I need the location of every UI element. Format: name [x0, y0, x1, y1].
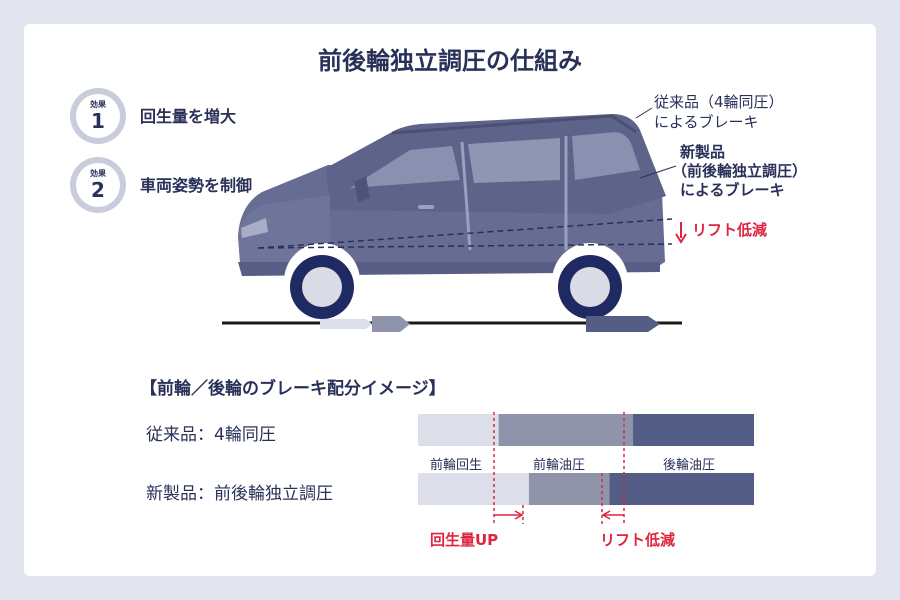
car-roof-edge	[391, 114, 637, 135]
row-label-new: 新製品：前後輪独立調圧	[146, 484, 333, 504]
caption-front-regen: 前輪回生	[429, 458, 482, 473]
label-new-line2: （前後輪独立調圧）	[672, 162, 808, 180]
label-new-brake: 新製品 （前後輪独立調圧） によるブレーキ	[672, 143, 807, 200]
car-window-front	[350, 146, 460, 188]
label-conventional-line2: によるブレーキ	[654, 113, 759, 131]
car-window-rear	[572, 132, 640, 180]
attitude-line-conventional	[257, 218, 673, 249]
caption-front-hydraulic: 前輪油圧	[532, 458, 585, 473]
effect-text-2: 車両姿勢を制御	[140, 176, 253, 195]
arrow-rear-hydraulic	[586, 316, 660, 332]
car-side-mirror	[354, 176, 370, 202]
wheel-front-rim	[302, 267, 342, 307]
label-conventional-brake: 従来品（4輪同圧） によるブレーキ	[654, 92, 784, 132]
bar-conventional-rear-hydraulic	[633, 414, 754, 446]
attitude-line-new	[257, 243, 673, 249]
car-window-middle	[468, 138, 560, 183]
arrow-front-regen	[320, 319, 372, 329]
effect-badge-label: 効果	[90, 169, 106, 178]
leader-line-new	[639, 165, 677, 179]
car-door-handle	[418, 205, 434, 209]
label-lift-reduction-car: リフト低減	[692, 221, 768, 239]
effect-badge-label: 効果	[90, 100, 106, 109]
wheel-rear-rim	[570, 267, 610, 307]
label-regen-up: 回生量UP	[430, 531, 499, 549]
arrow-front-hydraulic	[372, 316, 410, 332]
bar-conventional-front-hydraulic	[498, 414, 634, 446]
leader-line-conventional	[635, 107, 653, 119]
lift-arrow-head	[675, 233, 687, 244]
label-conventional-line1: 従来品（4輪同圧）	[654, 93, 784, 111]
label-new-line3: によるブレーキ	[680, 181, 785, 199]
bar-new-rear-hydraulic	[609, 473, 754, 505]
caption-rear-hydraulic: 後輪油圧	[662, 458, 715, 473]
row-label-conventional: 従来品：4輪同圧	[146, 425, 276, 445]
car-headlight	[241, 218, 268, 238]
car-pillar-b	[460, 141, 472, 251]
label-new-line1: 新製品	[680, 143, 726, 161]
effect-badge-1: 効果 1	[70, 88, 126, 144]
effect-badge-number: 1	[91, 109, 105, 133]
effect-badge-number: 2	[91, 178, 105, 202]
effect-badge-2: 効果 2	[70, 157, 126, 213]
effect-text-1: 回生量を増大	[140, 107, 237, 126]
page-title: 前後輪独立調圧の仕組み	[318, 47, 582, 75]
label-lift-reduction-bar: リフト低減	[600, 531, 676, 549]
bar-new-front-regen	[418, 473, 529, 505]
bar-conventional-front-regen	[418, 414, 499, 446]
distribution-title: 【前輪／後輪のブレーキ配分イメージ】	[140, 379, 446, 399]
bar-new-front-hydraulic	[528, 473, 610, 505]
